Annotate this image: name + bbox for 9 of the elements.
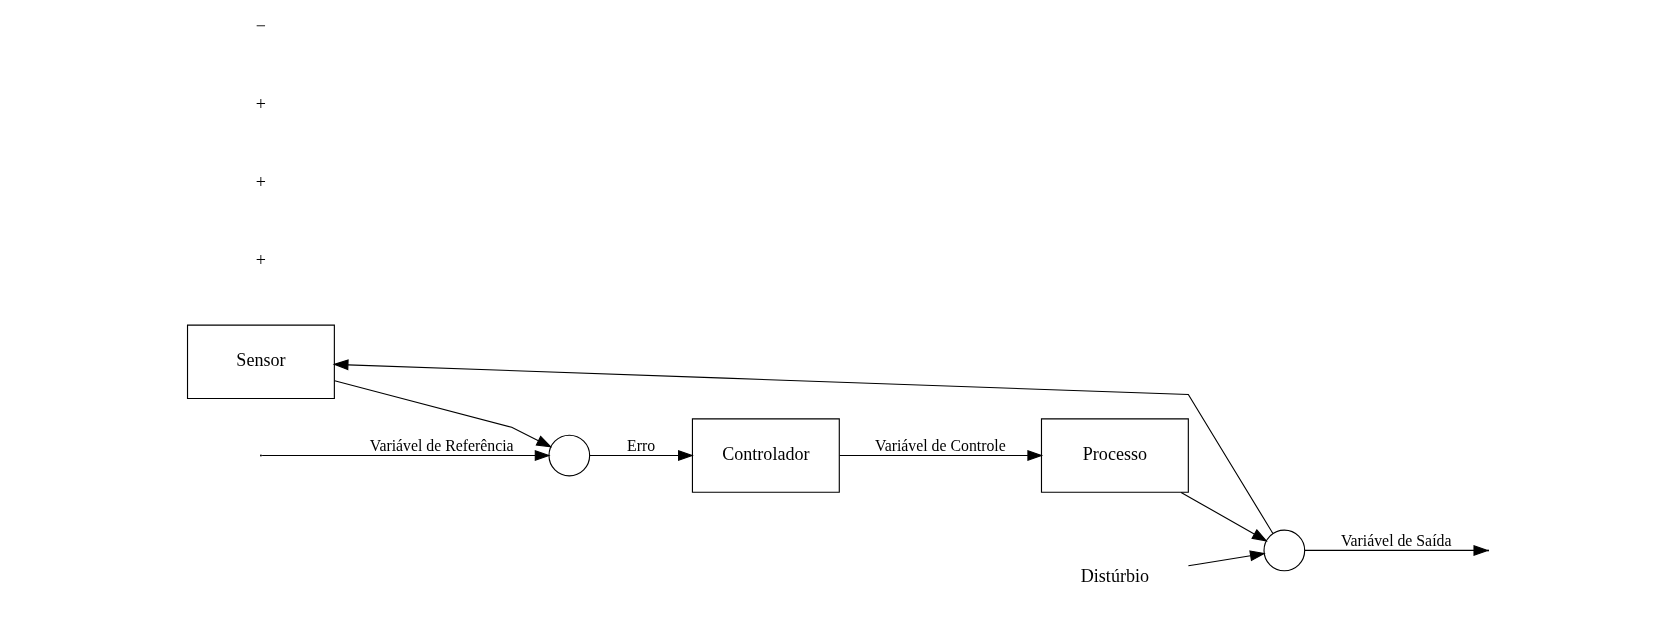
edge-label: Variável de Saída (1340, 532, 1451, 550)
label: + (255, 93, 266, 114)
edge-label: Variável de Referência (369, 437, 514, 455)
node-text: Distúrbio (1080, 565, 1149, 586)
label: + (255, 249, 266, 270)
edge-label: Erro (626, 437, 655, 455)
label: − (255, 15, 266, 36)
label: + (255, 171, 266, 192)
edge-label: Variável de Controle (874, 437, 1006, 455)
